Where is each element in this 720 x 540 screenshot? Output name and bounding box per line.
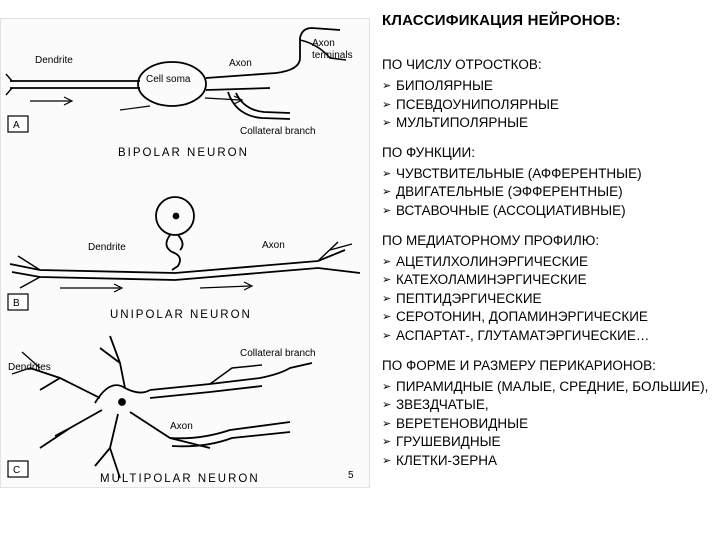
list-item-text: СЕРОТОНИН, ДОПАМИНЭРГИЧЕСКИЕ xyxy=(396,309,648,325)
section-heading: ПО ФУНКЦИИ: xyxy=(382,144,475,160)
section-item-list: ➢ ПИРАМИДНЫЕ (МАЛЫЕ, СРЕДНИЕ, БОЛЬШИЕ), ➢ З… xyxy=(382,378,717,471)
list-item-text: ПЕПТИДЭРГИЧЕСКИЕ xyxy=(396,290,542,306)
list-item: ➢ МУЛЬТИПОЛЯРНЫЕ xyxy=(382,114,717,133)
list-item-text: БИПОЛЯРНЫЕ xyxy=(396,78,493,93)
list-item-text: АЦЕТИЛХОЛИНЭРГИЧЕСКИЕ xyxy=(396,253,589,269)
arrowhead-bullet-icon: ➢ xyxy=(382,80,392,92)
section-item-list: ➢ ЧУВСТВИТЕЛЬНЫЕ (АФФЕРЕНТНЫЕ) ➢ ДВИГАТЕЛЬН… xyxy=(382,165,717,221)
arrowhead-bullet-icon: ➢ xyxy=(382,417,392,430)
figure-letter-box-b xyxy=(7,293,29,311)
list-item: ➢ ПЕПТИДЭРГИЧЕСКИЕ xyxy=(382,290,717,309)
multipolar-neuron-drawing xyxy=(11,335,313,479)
list-item-text: ДВИГАТЕЛЬНЫЕ (ЭФФЕРЕНТНЫЕ) xyxy=(396,184,623,200)
figure-letter-box-c xyxy=(7,460,29,478)
arrowhead-bullet-icon: ➢ xyxy=(382,311,392,324)
list-item: ➢ КАТЕХОЛАМИНЭРГИЧЕСКИЕ xyxy=(382,271,717,290)
arrowhead-bullet-icon: ➢ xyxy=(382,186,392,199)
neuron-types-figure: A Dendrite Cell soma Axon Axon terminals… xyxy=(0,18,370,488)
list-item: ➢ АЦЕТИЛХОЛИНЭРГИЧЕСКИЕ xyxy=(382,253,717,272)
caption-unipolar: UNIPOLAR NEURON xyxy=(110,309,252,321)
caption-multipolar: MULTIPOLAR NEURON xyxy=(100,473,260,485)
arrowhead-bullet-icon: ➢ xyxy=(382,274,392,287)
list-item: ➢ ГРУШЕВИДНЫЕ xyxy=(382,433,717,452)
list-item-text: ЗВЕЗДЧАТЫЕ, xyxy=(396,397,489,413)
label-axon-terminals-1: Axon xyxy=(312,38,335,49)
arrowhead-bullet-icon: ➢ xyxy=(382,329,392,342)
label-axon-b: Axon xyxy=(262,240,285,251)
list-item: ➢ БИПОЛЯРНЫЕ xyxy=(382,77,717,96)
classification-section: ПО МЕДИАТОРНОМУ ПРОФИЛЮ: ➢ АЦЕТИЛХОЛИНЭРГИ… xyxy=(382,233,717,346)
arrowhead-bullet-icon: ➢ xyxy=(382,454,392,467)
label-axon-c: Axon xyxy=(170,421,193,432)
arrowhead-bullet-icon: ➢ xyxy=(382,204,392,217)
arrowhead-bullet-icon: ➢ xyxy=(382,399,392,412)
page-mark: 5 xyxy=(348,470,354,481)
label-dendrites-c: Dendrites xyxy=(8,362,51,373)
figure-frame xyxy=(0,18,370,488)
list-item-text: ЧУВСТВИТЕЛЬНЫЕ (АФФЕРЕНТНЫЕ) xyxy=(396,165,642,181)
arrowhead-bullet-icon: ➢ xyxy=(382,167,392,180)
figure-letter-a: A xyxy=(13,120,20,131)
page-title: КЛАССИФИКАЦИЯ НЕЙРОНОВ: xyxy=(382,12,621,29)
list-item-text: КЛЕТКИ-ЗЕРНА xyxy=(396,452,497,468)
list-item-text: АСПАРТАТ-, ГЛУТАМАТЭРГИЧЕСКИЕ… xyxy=(396,327,650,343)
list-item: ➢ ВСТАВОЧНЫЕ (АССОЦИАТИВНЫЕ) xyxy=(382,202,717,221)
classification-section: ПО ФУНКЦИИ: ➢ ЧУВСТВИТЕЛЬНЫЕ (АФФЕРЕНТНЫЕ)… xyxy=(382,145,717,221)
classification-section: ПО ФОРМЕ И РАЗМЕРУ ПЕРИКАРИОНОВ: ➢ ПИРАМИД… xyxy=(382,358,717,471)
classification-text: КЛАССИФИКАЦИЯ НЕЙРОНОВ: ПО ЧИСЛУ ОТРОСТК… xyxy=(382,12,717,483)
label-axon-a: Axon xyxy=(229,58,252,69)
section-heading: ПО ЧИСЛУ ОТРОСТКОВ: xyxy=(382,57,542,72)
label-collateral-c: Collateral branch xyxy=(240,348,316,359)
arrowhead-bullet-icon: ➢ xyxy=(382,117,392,130)
label-axon-terminals-2: terminals xyxy=(312,50,353,61)
classification-section: ПО ЧИСЛУ ОТРОСТКОВ: ➢ БИПОЛЯРНЫЕ ➢ ПСЕВДОУНИ… xyxy=(382,57,717,133)
list-item-text: ВЕРЕТЕНОВИДНЫЕ xyxy=(396,415,529,431)
section-heading: ПО ФОРМЕ И РАЗМЕРУ ПЕРИКАРИОНОВ: xyxy=(382,357,656,373)
section-item-list: ➢ БИПОЛЯРНЫЕ ➢ ПСЕВДОУНИПОЛЯРНЫЕ ➢ МУЛЬТИПОЛЯ… xyxy=(382,77,717,133)
list-item: ➢ КЛЕТКИ-ЗЕРНА xyxy=(382,452,717,471)
list-item: ➢ СЕРОТОНИН, ДОПАМИНЭРГИЧЕСКИЕ xyxy=(382,308,717,327)
list-item-text: ПИРАМИДНЫЕ (МАЛЫЕ, СРЕДНИЕ, БОЛЬШИЕ), xyxy=(396,378,709,394)
label-dendrite-b: Dendrite xyxy=(88,242,126,253)
list-item: ➢ ПСЕВДОУНИПОЛЯРНЫЕ xyxy=(382,96,717,115)
classification-sections: ПО ЧИСЛУ ОТРОСТКОВ: ➢ БИПОЛЯРНЫЕ ➢ ПСЕВДОУНИ… xyxy=(382,57,717,471)
label-dendrite-a: Dendrite xyxy=(35,55,73,66)
unipolar-neuron-drawing xyxy=(9,196,361,293)
figure-letter-b: B xyxy=(13,298,20,309)
list-item-text: ПСЕВДОУНИПОЛЯРНЫЕ xyxy=(396,96,559,112)
list-item: ➢ ПИРАМИДНЫЕ (МАЛЫЕ, СРЕДНИЕ, БОЛЬШИЕ), xyxy=(382,378,717,397)
list-item: ➢ ЗВЕЗДЧАТЫЕ, xyxy=(382,396,717,415)
arrowhead-bullet-icon: ➢ xyxy=(382,380,392,393)
bipolar-neuron-drawing xyxy=(5,27,347,120)
label-cell-soma: Cell soma xyxy=(146,74,191,85)
arrowhead-bullet-icon: ➢ xyxy=(382,436,392,449)
arrowhead-bullet-icon: ➢ xyxy=(382,98,392,111)
arrowhead-bullet-icon: ➢ xyxy=(382,292,392,305)
figure-letter-c: C xyxy=(13,465,20,476)
list-item: ➢ ЧУВСТВИТЕЛЬНЫЕ (АФФЕРЕНТНЫЕ) xyxy=(382,165,717,184)
list-item: ➢ ВЕРЕТЕНОВИДНЫЕ xyxy=(382,415,717,434)
list-item-text: ГРУШЕВИДНЫЕ xyxy=(396,434,501,450)
section-heading: ПО МЕДИАТОРНОМУ ПРОФИЛЮ: xyxy=(382,232,600,248)
list-item-text: МУЛЬТИПОЛЯРНЫЕ xyxy=(396,115,529,131)
list-item-text: ВСТАВОЧНЫЕ (АССОЦИАТИВНЫЕ) xyxy=(396,202,626,218)
caption-bipolar: BIPOLAR NEURON xyxy=(118,147,249,159)
list-item: ➢ ДВИГАТЕЛЬНЫЕ (ЭФФЕРЕНТНЫЕ) xyxy=(382,183,717,202)
neuron-diagram: A Dendrite Cell soma Axon Axon terminals… xyxy=(0,18,370,488)
label-collateral-a: Collateral branch xyxy=(240,126,316,137)
section-item-list: ➢ АЦЕТИЛХОЛИНЭРГИЧЕСКИЕ ➢ КАТЕХОЛАМИНЭРГИЧЕ… xyxy=(382,253,717,346)
list-item: ➢ АСПАРТАТ-, ГЛУТАМАТЭРГИЧЕСКИЕ… xyxy=(382,327,717,346)
arrowhead-bullet-icon: ➢ xyxy=(382,255,392,268)
figure-letter-box-a xyxy=(7,115,29,133)
list-item-text: КАТЕХОЛАМИНЭРГИЧЕСКИЕ xyxy=(396,272,587,288)
